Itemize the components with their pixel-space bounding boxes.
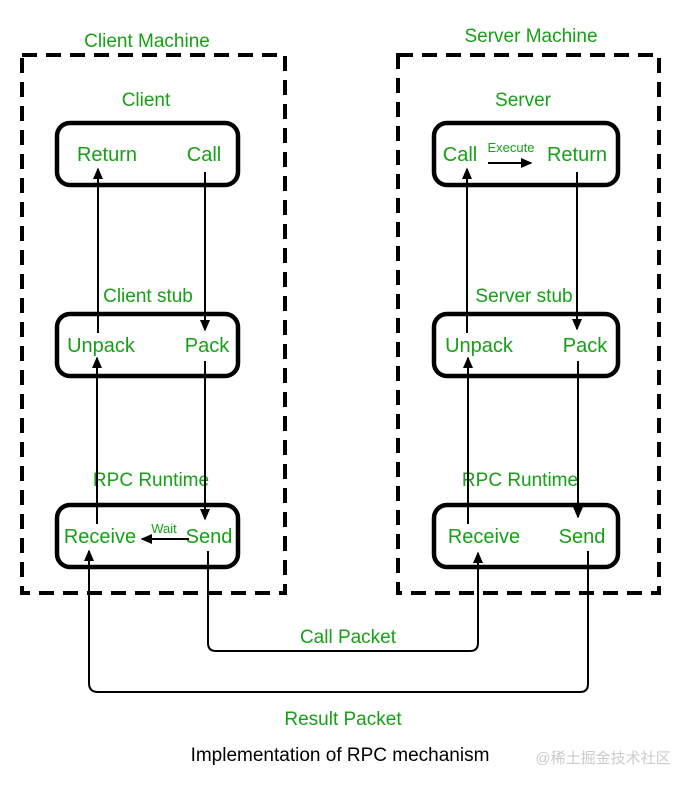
server-machine-boundary bbox=[396, 53, 661, 595]
client-receive-text: Receive bbox=[64, 526, 136, 548]
client-send-text: Send bbox=[186, 526, 233, 548]
client-stub-box bbox=[54, 311, 241, 379]
execute-note: Execute bbox=[488, 140, 535, 155]
server-return-text: Return bbox=[547, 144, 607, 166]
client-machine-boundary bbox=[20, 53, 287, 595]
call-packet-label: Call Packet bbox=[300, 627, 397, 648]
wait-note: Wait bbox=[151, 521, 177, 536]
call-packet-path bbox=[207, 551, 483, 652]
result-packet-label: Result Packet bbox=[284, 709, 402, 730]
client-return-text: Return bbox=[77, 144, 137, 166]
client-machine-title: Client Machine bbox=[84, 31, 210, 52]
client-stub-label: Client stub bbox=[103, 286, 193, 307]
server-machine: Server Machine Server Call Return Execut… bbox=[396, 26, 661, 595]
server-receive-text: Receive bbox=[448, 526, 520, 548]
client-rpc-runtime-label: RPC Runtime bbox=[93, 470, 209, 491]
packet-routes: Call Packet Result Packet bbox=[84, 549, 589, 730]
result-packet-path bbox=[84, 549, 589, 693]
server-stub-label: Server stub bbox=[475, 286, 572, 307]
watermark: @稀土掘金技术社区 bbox=[535, 750, 670, 767]
diagram-caption: Implementation of RPC mechanism bbox=[191, 745, 490, 766]
server-layer-label: Server bbox=[495, 90, 552, 111]
server-rpc-runtime-label: RPC Runtime bbox=[462, 470, 578, 491]
client-unpack-text: Unpack bbox=[67, 335, 136, 357]
client-machine: Client Machine Client Return Call Client… bbox=[20, 31, 287, 595]
client-layer-label: Client bbox=[122, 90, 171, 111]
server-box bbox=[431, 120, 621, 188]
server-send-text: Send bbox=[559, 526, 606, 548]
server-unpack-text: Unpack bbox=[445, 335, 514, 357]
client-call-text: Call bbox=[187, 144, 221, 166]
server-machine-title: Server Machine bbox=[464, 26, 597, 47]
server-pack-text: Pack bbox=[563, 335, 608, 357]
server-call-text: Call bbox=[443, 144, 477, 166]
client-pack-text: Pack bbox=[185, 335, 230, 357]
